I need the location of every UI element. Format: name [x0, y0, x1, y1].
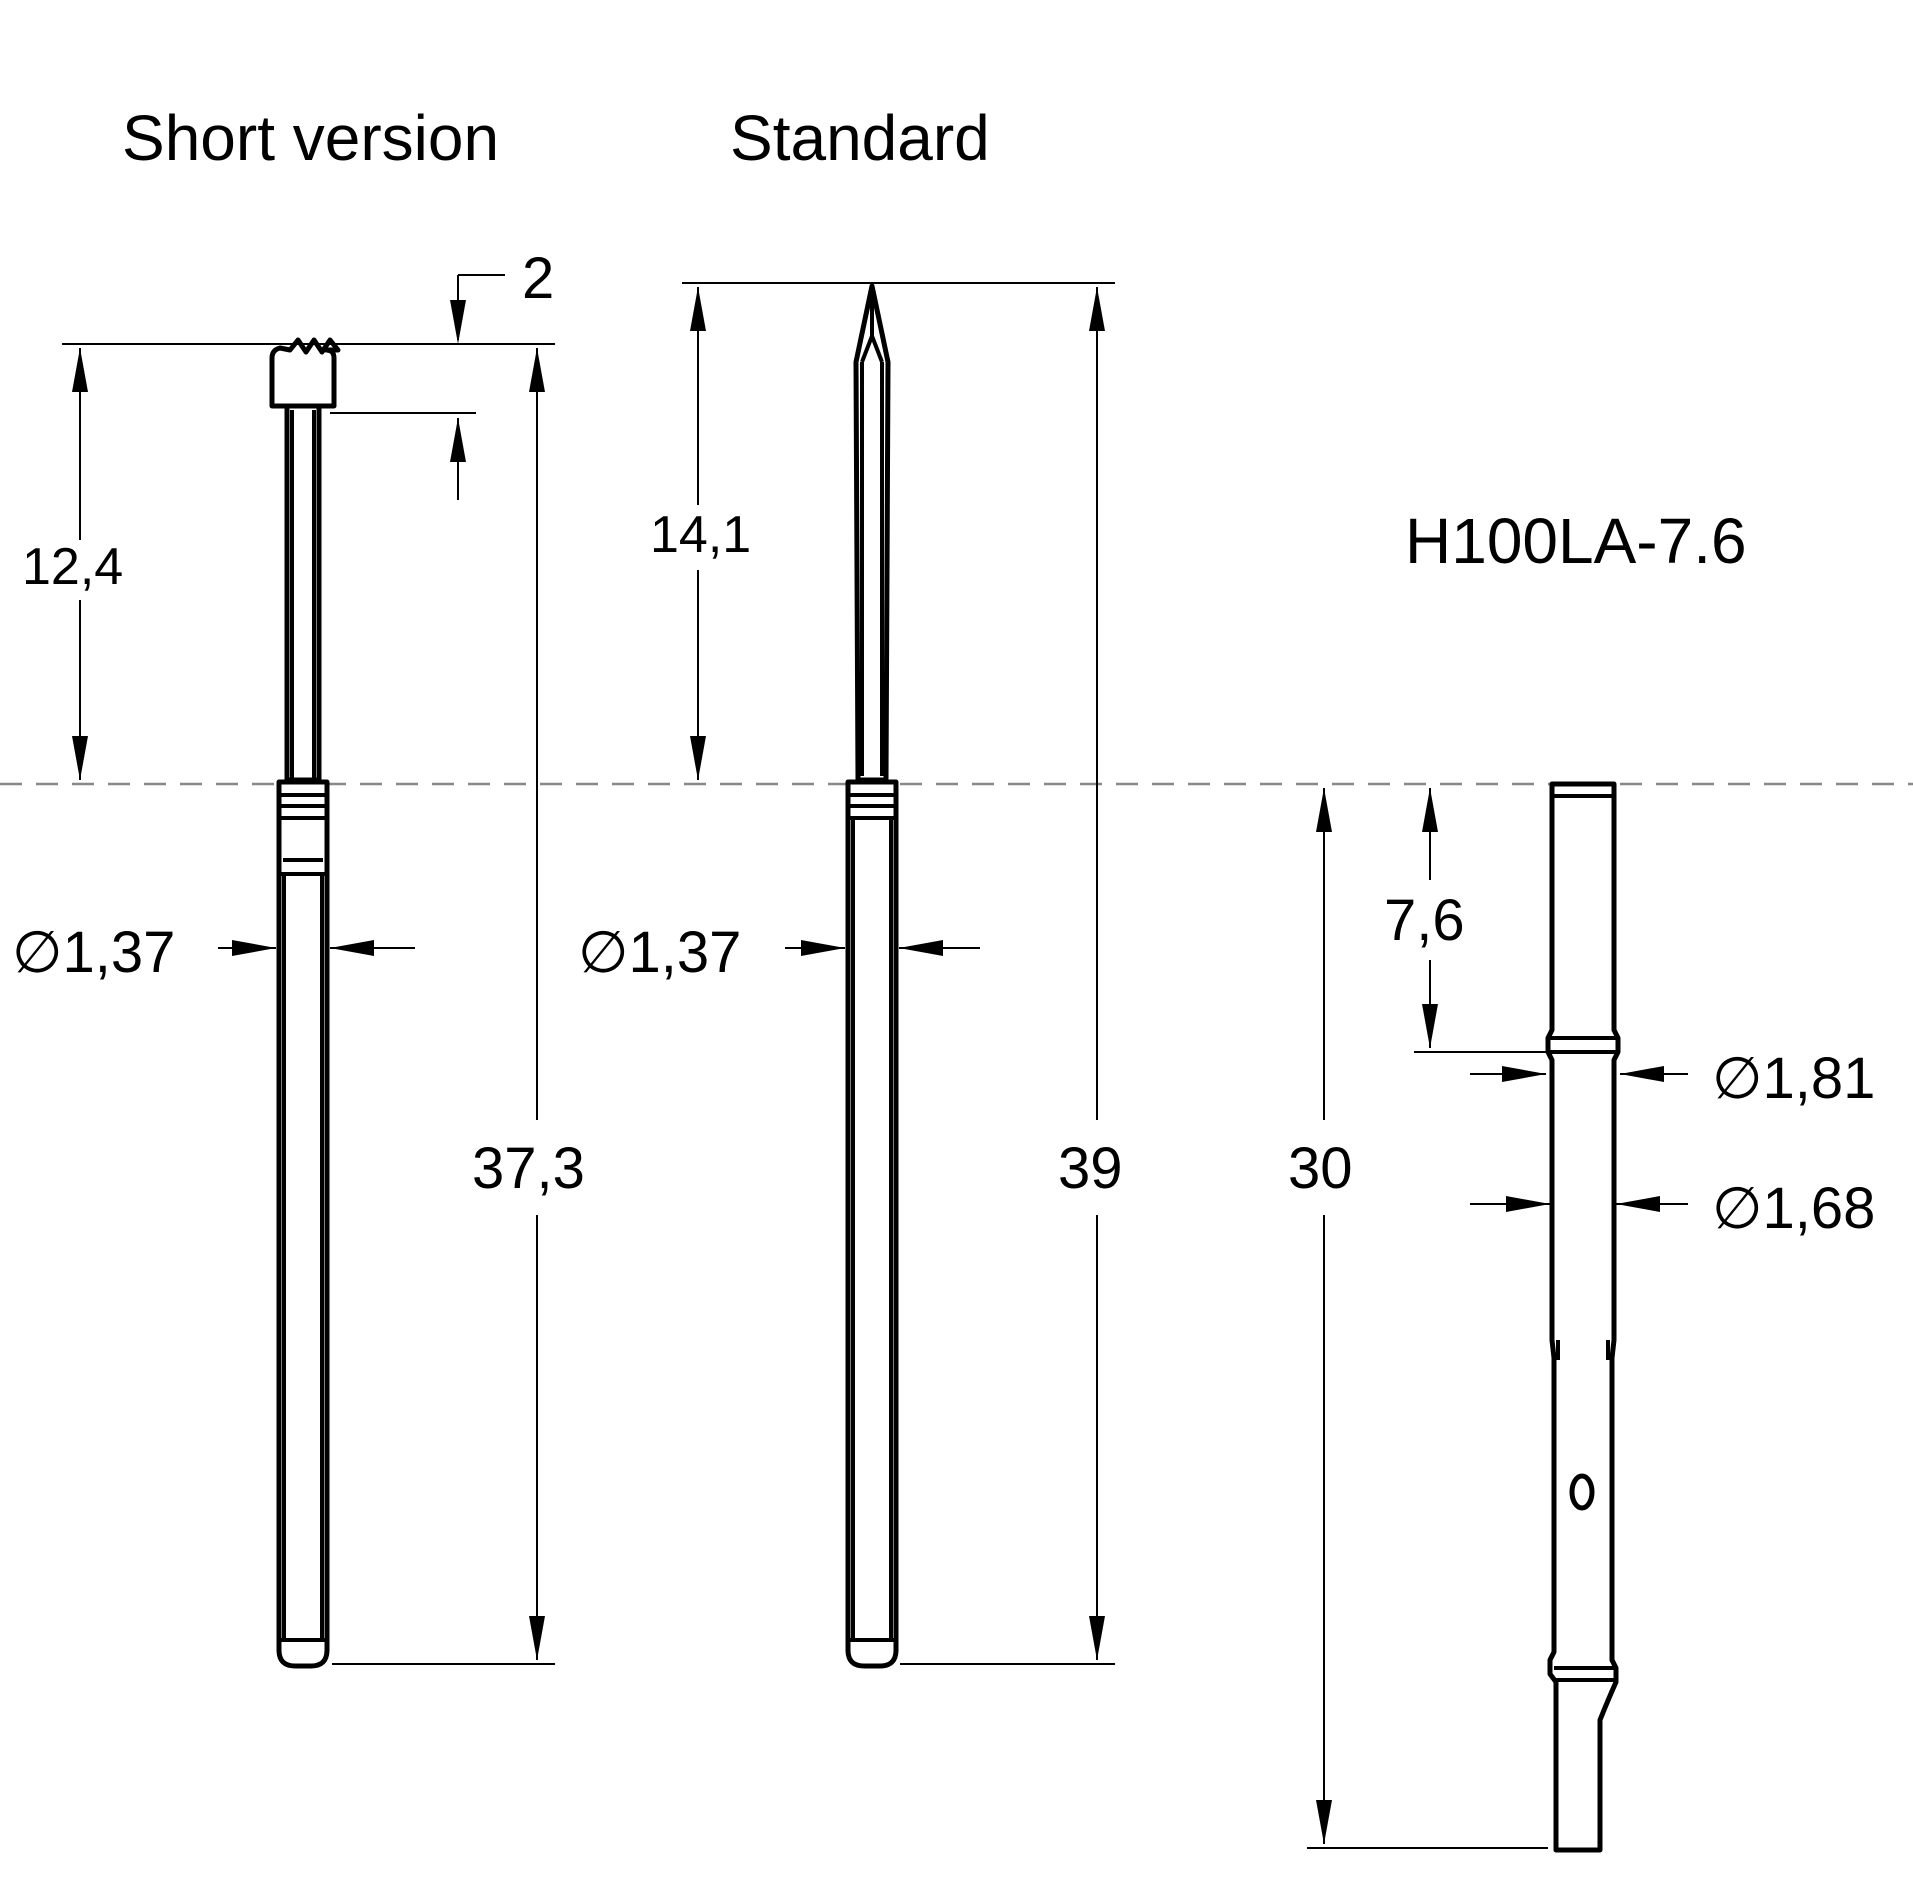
dim-short-tip-height: 2 — [522, 246, 554, 311]
dim-short-plunger-length: 12,4 — [22, 538, 123, 596]
dim-receptacle-diameter-body-value: 1,68 — [1763, 1176, 1876, 1241]
title-short-version: Short version — [122, 102, 499, 174]
diameter-symbol: ∅ — [1712, 1046, 1763, 1111]
dim-receptacle-diameter-collar: ∅1,81 — [1712, 1046, 1875, 1111]
dim-standard-plunger-length: 14,1 — [650, 506, 751, 564]
receptacle-body — [1545, 781, 1621, 1853]
receptacle-dimensions: 30 7,6 ∅1,81 ∅1,68 — [1288, 788, 1875, 1849]
dim-receptacle-press-depth: 7,6 — [1384, 888, 1465, 953]
dim-short-diameter-value: 1,37 — [63, 920, 176, 985]
receptacle — [1545, 781, 1621, 1853]
dim-standard-overall-length: 39 — [1058, 1136, 1123, 1201]
title-standard: Standard — [730, 102, 990, 174]
dim-short-overall-length: 37,3 — [472, 1136, 585, 1201]
dim-short-diameter: ∅1,37 — [12, 920, 175, 985]
standard-dimensions: 14,1 39 ∅1,37 — [578, 282, 1123, 1665]
short-barrel — [276, 779, 330, 1669]
dim-receptacle-diameter-collar-value: 1,81 — [1763, 1046, 1876, 1111]
dim-standard-diameter-value: 1,37 — [629, 920, 742, 985]
standard-barrel — [845, 779, 899, 1669]
body-marking — [1569, 1473, 1595, 1511]
dim-receptacle-diameter-body: ∅1,68 — [1712, 1176, 1875, 1241]
part-number-label: H100LA-7.6 — [1405, 505, 1747, 577]
diameter-symbol: ∅ — [1712, 1176, 1763, 1241]
short-dimensions: 2 12,4 37,3 ∅1,37 — [12, 246, 585, 1665]
diameter-symbol: ∅ — [12, 920, 63, 985]
diameter-symbol: ∅ — [578, 920, 629, 985]
short-version-probe — [269, 337, 341, 1669]
dim-receptacle-length: 30 — [1288, 1136, 1353, 1201]
standard-probe — [845, 283, 899, 1669]
crown-tip — [269, 337, 341, 409]
dim-standard-diameter: ∅1,37 — [578, 920, 741, 985]
